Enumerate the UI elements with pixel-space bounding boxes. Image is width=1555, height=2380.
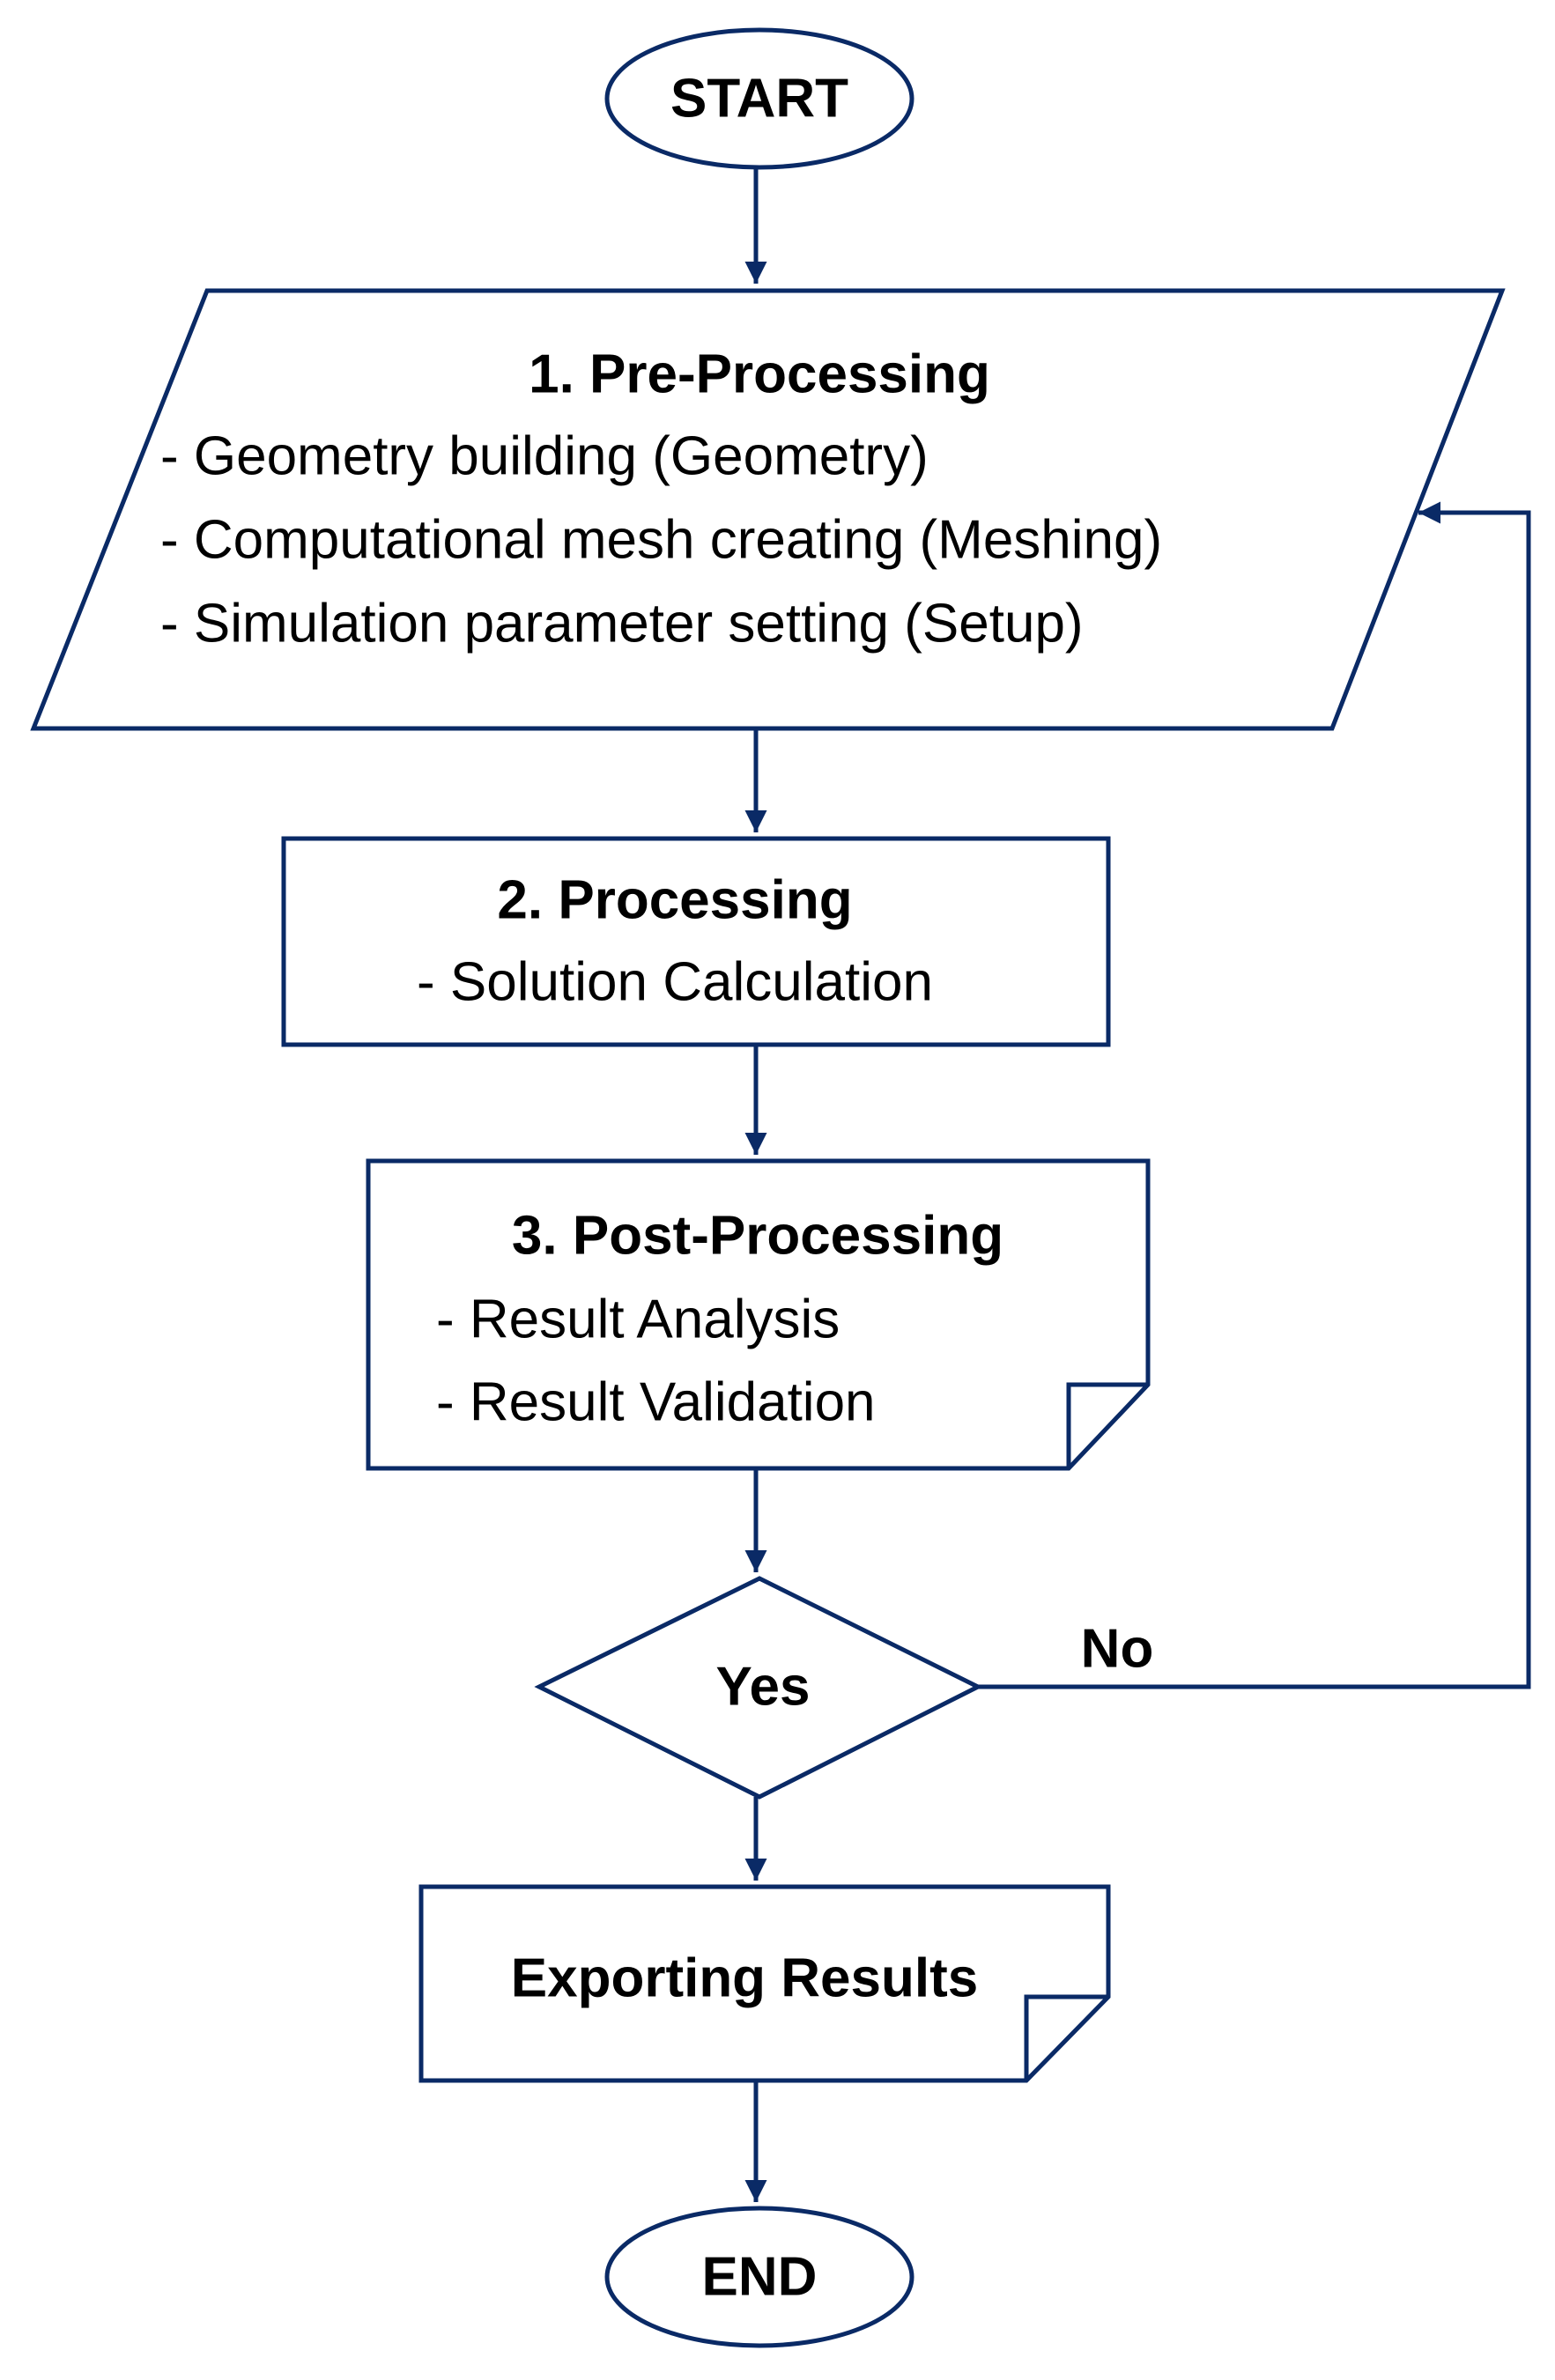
processing-title: 2. Processing	[497, 870, 852, 931]
end-label: END	[702, 2247, 818, 2308]
pre-processing-item-setup: - Simulation parameter setting (Setup)	[160, 594, 1084, 654]
start-node: START	[604, 27, 914, 170]
post-processing-fold	[1066, 1382, 1148, 1468]
pre-processing-shape	[30, 288, 1506, 731]
export-shape	[418, 1884, 1111, 2083]
processing-shape	[281, 836, 1111, 1047]
decision-shape	[534, 1576, 983, 1800]
decision-no-label: No	[1081, 1619, 1154, 1680]
start-label: START	[670, 69, 848, 129]
post-processing-title: 3. Post-Processing	[512, 1206, 1003, 1267]
start-ellipse	[604, 27, 914, 170]
export-node: Exporting Results	[418, 1884, 1111, 2083]
post-processing-item-analysis: - Result Analysis	[436, 1290, 840, 1350]
decision-node: Yes	[534, 1576, 983, 1800]
export-fold	[1024, 1994, 1108, 2081]
processing-node: 2. Processing - Solution Calculation	[281, 836, 1111, 1047]
pre-processing-item-meshing: - Computational mesh creating (Meshing)	[160, 510, 1162, 571]
post-processing-node: 3. Post-Processing - Result Analysis - R…	[366, 1158, 1151, 1471]
pre-processing-node: 1. Pre-Processing - Geometry building (G…	[30, 288, 1506, 731]
pre-processing-item-geometry: - Geometry building (Geometry)	[160, 426, 929, 487]
post-processing-item-validation: - Result Validation	[436, 1372, 876, 1433]
end-ellipse	[604, 2206, 914, 2348]
decision-label: Yes	[716, 1657, 811, 1718]
end-node: END	[604, 2206, 914, 2348]
post-processing-shape	[366, 1158, 1151, 1471]
pre-processing-title: 1. Pre-Processing	[529, 344, 990, 405]
processing-item-solution: - Solution Calculation	[417, 952, 933, 1013]
export-label: Exporting Results	[511, 1948, 979, 2009]
arrow-no-loop	[978, 501, 1531, 1689]
